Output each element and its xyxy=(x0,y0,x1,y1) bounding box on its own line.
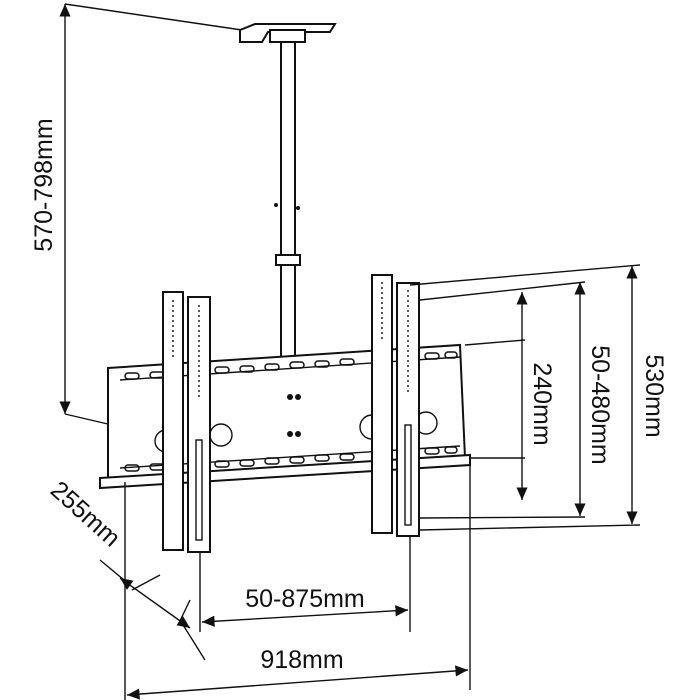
left-arm-front xyxy=(187,296,211,553)
overall-height-label: 530mm xyxy=(640,354,668,437)
depth-dimension xyxy=(99,559,206,661)
overall-width-label: 918mm xyxy=(260,646,343,674)
vertical-range-label: 50-480mm xyxy=(586,345,614,465)
right-arm-rear xyxy=(371,274,393,534)
ceiling-plate xyxy=(239,23,337,43)
right-dimensions xyxy=(409,264,641,531)
left-arm-rear xyxy=(162,291,184,551)
extension-pole xyxy=(274,41,301,358)
ceiling-drop-label: 570-798mm xyxy=(30,118,58,251)
inner-vertical-label: 240mm xyxy=(528,362,556,445)
ceiling-drop-dimension xyxy=(59,3,243,426)
arm-spacing-label: 50-875mm xyxy=(245,585,365,613)
right-arm-front xyxy=(396,282,420,537)
